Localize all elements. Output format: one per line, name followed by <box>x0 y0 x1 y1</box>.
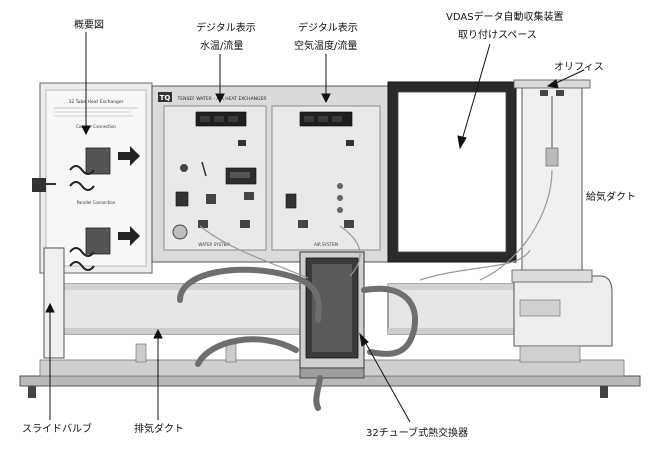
label-digital-water-1: デジタル表示 <box>196 21 256 34</box>
water-flow-knob[interactable] <box>180 164 188 172</box>
overview-diagram-panel: 32 Tube Heat Exchanger Counter Connectio… <box>39 82 153 274</box>
leader-lines <box>45 32 585 423</box>
label-orifice: オリフィス <box>554 61 604 73</box>
label-digital-air-1: デジタル表示 <box>298 21 358 34</box>
water-system-label: WATER SYSTEM <box>198 242 230 247</box>
label-exhaust-duct: 排気ダクト <box>134 422 184 435</box>
flow-gauge <box>172 224 188 240</box>
water-selector-switch[interactable] <box>238 140 246 146</box>
sensor-cables <box>199 169 553 281</box>
air-selector-switch[interactable] <box>346 140 354 146</box>
blower-housing <box>513 275 613 363</box>
counter-flow-label: Counter Connection <box>76 124 116 129</box>
heater-switch[interactable] <box>206 194 216 204</box>
label-slide-valve: スライドバルブ <box>22 422 92 435</box>
vdas-mounting-space <box>387 81 517 263</box>
slide-valve[interactable] <box>32 178 65 359</box>
label-vdas-2: 取り付けスペース <box>458 28 537 41</box>
supply-duct <box>387 283 519 335</box>
water-hoses <box>177 266 419 411</box>
label-digital-water-2: 水温/流量 <box>200 39 243 52</box>
label-digital-air-2: 空気温度/流量 <box>294 39 357 52</box>
label-vdas-1: VDASデータ自動収集装置 <box>446 10 564 23</box>
parallel-flow-label: Parallel Connection <box>77 200 116 205</box>
slide-valve-handle[interactable] <box>32 178 46 192</box>
brand-logo-icon <box>158 92 172 102</box>
fan-switch[interactable] <box>285 193 297 209</box>
air-system-label: AIR SYSTEM <box>314 242 338 247</box>
label-heat-exchanger: 32チューブ式熱交換器 <box>366 426 468 439</box>
label-supply-duct: 給気ダクト <box>586 190 636 203</box>
pump-switch[interactable] <box>175 191 189 207</box>
instrument-panel: TQ TENSEF WATER - AIR HEAT EXCHANGER WAT… <box>151 85 389 263</box>
brand-logo-text: TQ <box>160 94 171 102</box>
water-lamp <box>244 192 254 200</box>
diagram-title: 32 Tube Heat Exchanger <box>68 99 123 105</box>
label-overview: 概要図 <box>74 18 104 31</box>
